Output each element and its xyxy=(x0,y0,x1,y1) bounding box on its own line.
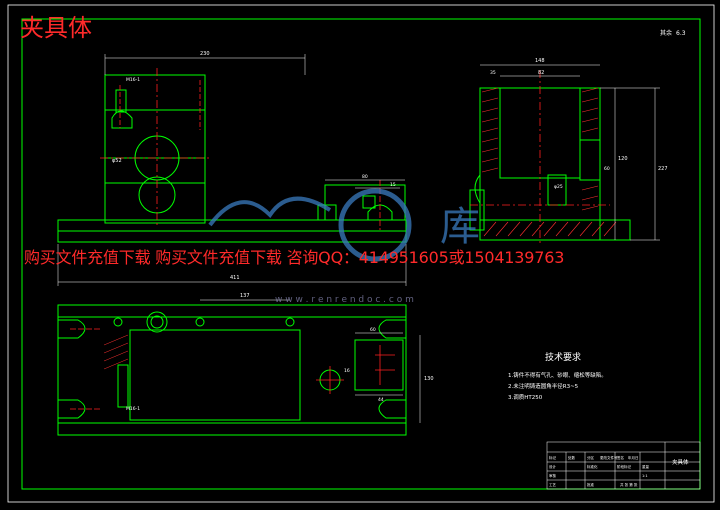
dim-side-small: 60 xyxy=(604,166,610,172)
title-block-process: 工艺 xyxy=(549,482,557,487)
plan-view xyxy=(57,304,407,436)
dim-side-height: 120 xyxy=(618,156,628,162)
dim-side-label: 35 xyxy=(490,70,496,76)
watermark-site-url: w w w . r e n r e n d o c . c o m xyxy=(275,295,414,305)
outer-frame xyxy=(7,4,715,503)
title-block-stage: 阶段标记 xyxy=(617,464,631,469)
dim-plan-top: 137 xyxy=(240,293,250,299)
tech-req-item-3: 3.调质HT250 xyxy=(508,393,543,401)
title-block-standard: 标准化 xyxy=(587,464,598,469)
title-block-label-3: 分区 xyxy=(587,455,595,460)
watermark-logo: 库 xyxy=(208,188,480,262)
dim-front-slot-b: 15 xyxy=(390,182,396,188)
tech-req-item-1: 1.铸件不得有气孔、砂眼、缩松等缺陷。 xyxy=(508,371,607,379)
title-block-scale: 1:1 xyxy=(642,474,648,478)
title-block-label-4: 更改文件号 xyxy=(600,455,618,460)
dim-plan-bottom: 44 xyxy=(378,397,384,403)
roughness-value: 6.3 xyxy=(676,30,686,37)
tech-req-item-2: 2.未注明铸造圆角半径R3~5 xyxy=(508,382,579,390)
dim-side-overall: 227 xyxy=(658,166,668,172)
title-block-review: 审核 xyxy=(549,473,557,478)
side-view xyxy=(469,87,631,241)
plan-view-hatch xyxy=(103,334,129,370)
title-block-label-5: 签名 xyxy=(617,455,624,460)
dim-front-left-small: M16-1 xyxy=(126,77,140,83)
title-block-label-2: 处数 xyxy=(568,455,576,460)
dim-side-inner: 82 xyxy=(538,70,544,76)
roughness-note: 其余 xyxy=(660,29,672,37)
dim-plan-slot: M16-1 xyxy=(126,406,140,412)
dim-side-top: 148 xyxy=(535,58,545,64)
title-block-weight: 重量 xyxy=(642,464,650,469)
title-block-approve: 批准 xyxy=(587,482,595,487)
plan-view-dims xyxy=(200,299,421,423)
watermark-logo-char: 库 xyxy=(440,204,480,250)
side-view-dims xyxy=(480,64,660,241)
inner-frame xyxy=(21,18,701,490)
title-block-label-6: 年月日 xyxy=(628,455,639,460)
dim-plan-inner: 60 xyxy=(370,327,376,333)
title-block-part-name: 夹具体 xyxy=(672,458,689,466)
front-view-dims xyxy=(57,54,407,286)
dim-side-bore: φ25 xyxy=(554,184,563,190)
title-block-design: 设计 xyxy=(549,464,557,469)
tech-req-heading: 技术要求 xyxy=(545,351,581,363)
front-view xyxy=(57,74,407,243)
watermark-banner: 购买文件充值下载 购买文件充值下载 咨询QQ：414951605或1504139… xyxy=(24,248,565,267)
dim-front-slot-a: 80 xyxy=(362,174,368,180)
title-block-sheet: 共 张 第 张 xyxy=(620,482,638,487)
plan-view-centerlines xyxy=(70,328,395,410)
side-view-hatch xyxy=(481,87,617,237)
dim-front-top: 230 xyxy=(200,51,210,57)
title-block-label-1: 标记 xyxy=(549,455,557,460)
title-block xyxy=(546,441,701,490)
dim-plan-left: 16 xyxy=(344,368,350,374)
dim-front-bottom: 411 xyxy=(230,275,240,281)
side-view-centerlines xyxy=(470,70,610,245)
dim-plan-right: 130 xyxy=(424,376,434,382)
dim-front-circle: φ52 xyxy=(112,158,122,164)
front-view-centerlines xyxy=(100,68,381,230)
watermark-title: 夹具体 xyxy=(20,14,92,42)
